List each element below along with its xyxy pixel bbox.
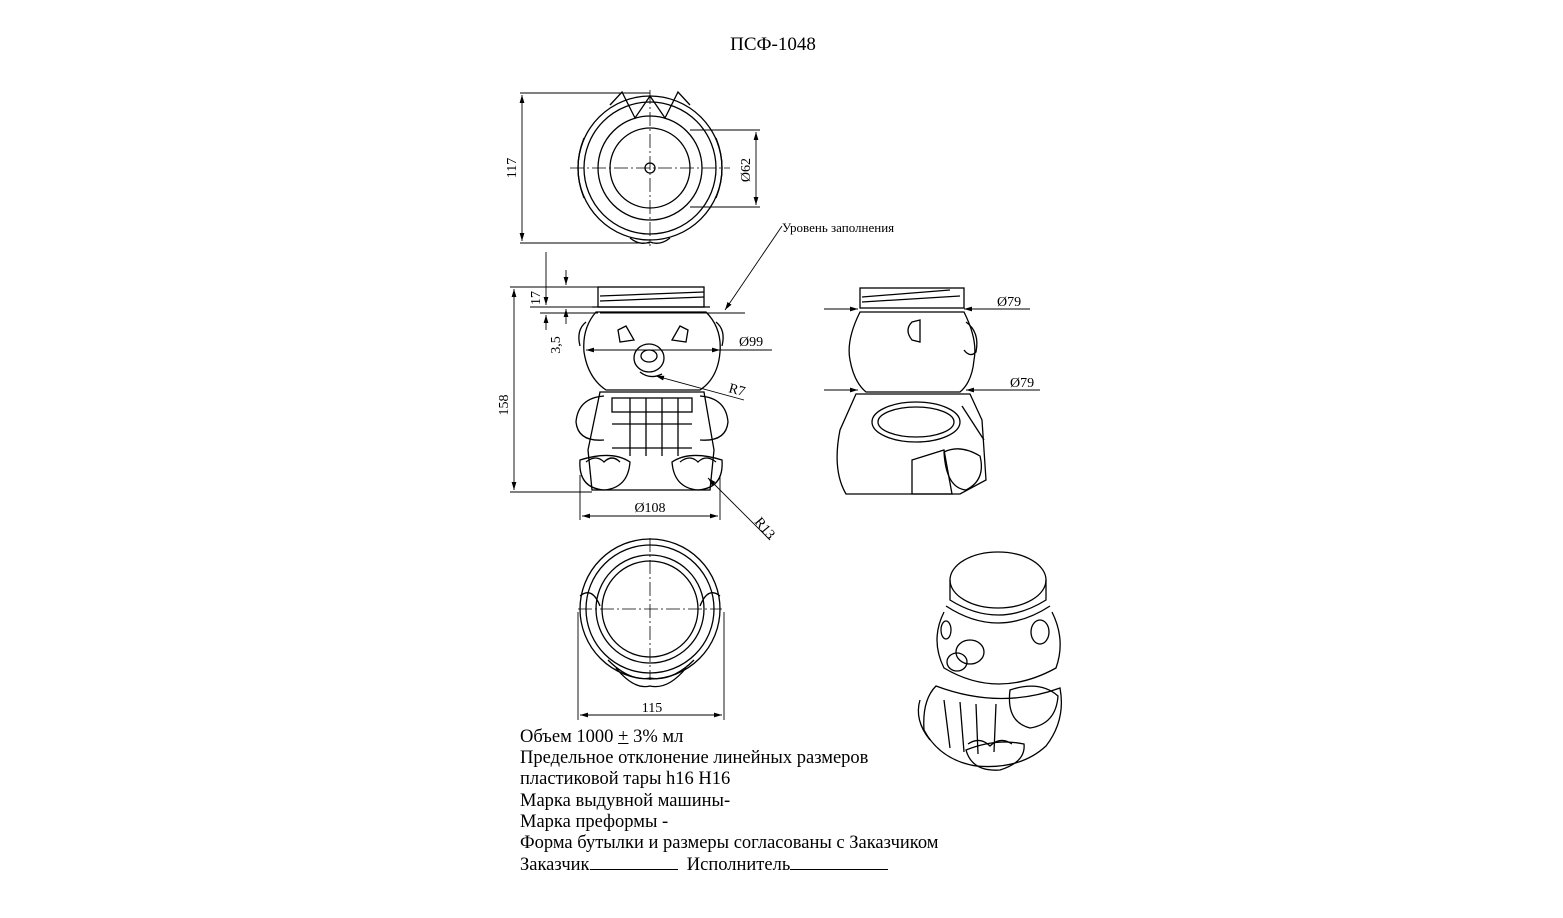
technical-notes: Объем 1000 + 3% мл Предельное отклонение…: [520, 727, 1120, 876]
dim-neck-diameter: Ø62: [739, 158, 754, 182]
fill-level-leader: [600, 225, 783, 314]
contractor-label: Исполнитель: [686, 855, 791, 876]
front-view-dimensions: [510, 252, 772, 541]
isometric-view: [917, 551, 1063, 771]
dim-body-height: 158: [497, 395, 512, 416]
side-view-dimensions: [824, 306, 1040, 393]
volume-label: Объем 1000: [520, 727, 614, 747]
agreement-note: Форма бутылки и размеры согласованы с За…: [520, 833, 939, 854]
volume-plus-minus: +: [618, 727, 629, 747]
volume-note: Объем 1000 + 3% мл: [520, 727, 1120, 748]
blow-machine-note: Марка выдувной машины-: [520, 790, 731, 811]
preform-note: Марка преформы -: [520, 811, 669, 832]
signature-line: Заказчик Исполнитель: [520, 854, 1120, 876]
top-view: [570, 90, 730, 246]
drawing-title: ПСФ-1048: [730, 34, 816, 55]
dim-shoulder-diameter: Ø99: [739, 335, 763, 350]
dim-bottom-width: 115: [642, 701, 662, 716]
bottom-view-dimensions: [577, 612, 725, 720]
dim-radius-13: R13: [751, 515, 777, 543]
dim-base-diameter: Ø108: [634, 501, 665, 516]
dim-side-waist-diameter: Ø79: [1010, 376, 1034, 391]
side-view: [836, 287, 987, 495]
front-view: [575, 286, 729, 491]
bottom-view: [578, 538, 722, 688]
customer-signature-blank: [589, 854, 678, 871]
top-view-dimensions: [519, 92, 760, 244]
tolerance-note-1: Предельное отклонение линейных размеров: [520, 748, 869, 769]
dim-neck-height: 17: [529, 291, 544, 305]
fill-level-label: Уровень заполнения: [782, 220, 894, 235]
contractor-signature-blank: [790, 854, 889, 871]
dim-side-neck-diameter: Ø79: [997, 295, 1021, 310]
dim-radius-7: R7: [727, 381, 747, 400]
volume-tolerance: 3% мл: [633, 727, 684, 747]
dim-top-height: 117: [505, 158, 520, 178]
customer-label: Заказчик: [520, 855, 590, 876]
tolerance-note-2: пластиковой тары h16 H16: [520, 769, 731, 790]
dim-fill-offset: 3,5: [549, 336, 564, 354]
